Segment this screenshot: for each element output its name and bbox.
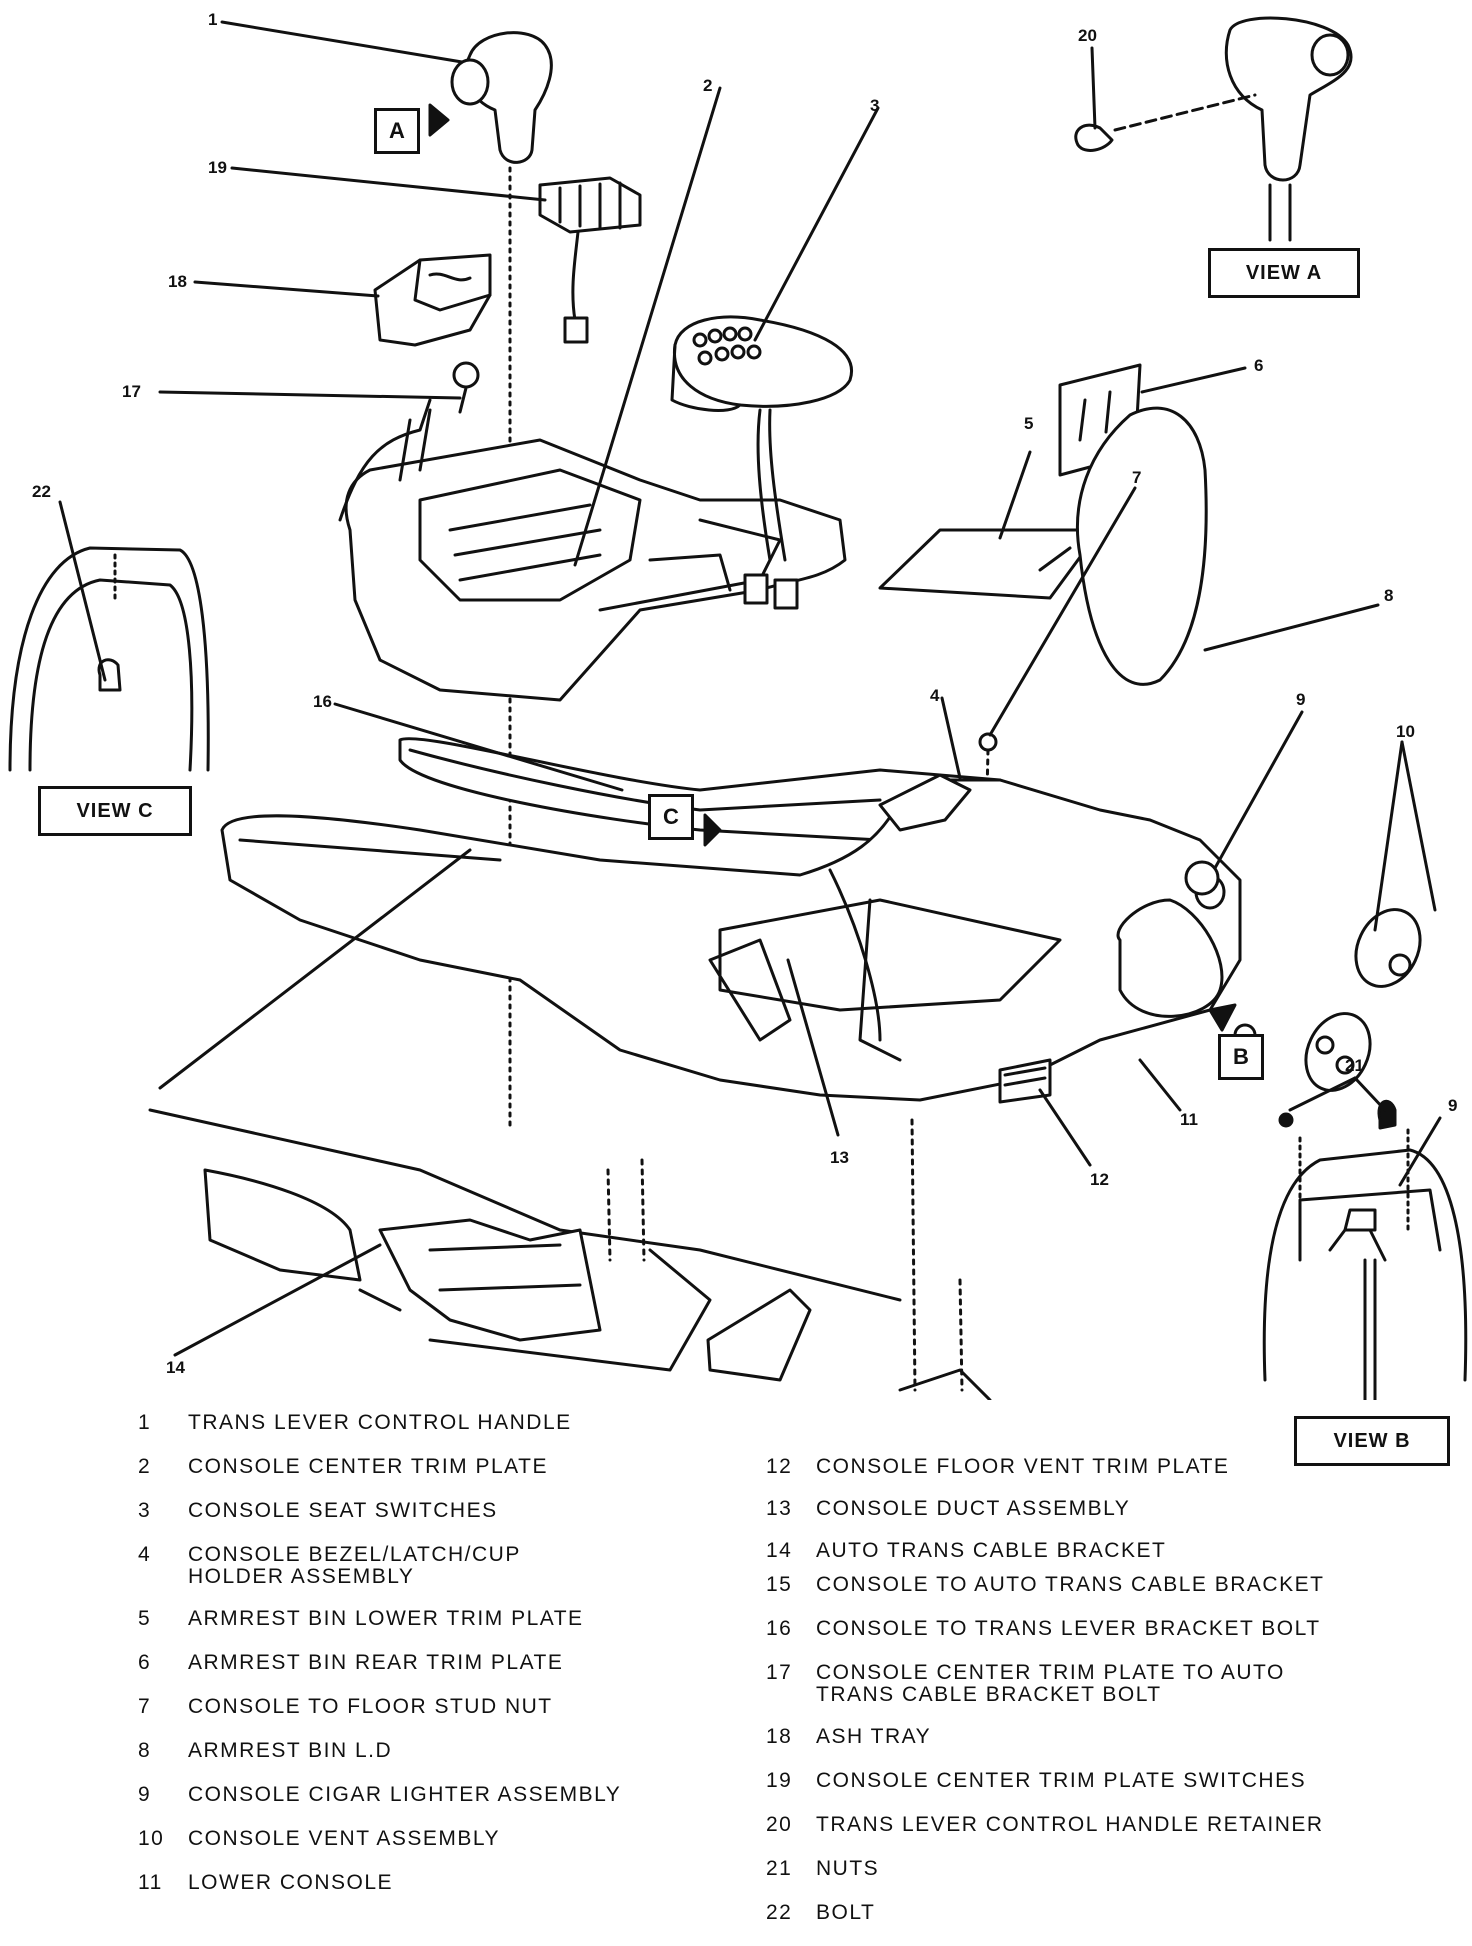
view-a-arrow [428,103,450,137]
leader-18 [193,280,380,298]
view-b-inset [1262,1099,1468,1400]
center-trim-plate [338,398,847,702]
stud-nut [978,732,998,752]
view-a-marker: A [374,108,420,154]
leader-19 [230,166,547,202]
view-a-inset [1074,16,1353,242]
callout-7: 7 [1132,468,1142,487]
view-b-marker: B [1218,1034,1264,1080]
leader-9b [1398,1116,1442,1187]
view-b-arrow [1208,1003,1237,1032]
base-and-bracket [148,1108,992,1400]
leader-11 [1138,1058,1182,1112]
console-vent-assembly [1304,908,1422,1092]
view-c-marker: C [648,794,694,840]
callout-20: 20 [1078,26,1097,45]
leader-16b [158,848,472,1090]
bracket-bolt [452,361,480,414]
callout-1: 1 [208,10,218,29]
view-a-label: VIEW A [1208,248,1360,298]
view-b-label: VIEW B [1294,1416,1450,1466]
ash-tray [373,253,492,347]
callout-2: 2 [703,76,713,95]
leader-12 [1038,1088,1092,1167]
leader-21 [1353,1076,1387,1112]
callout-17: 17 [122,382,141,401]
callout-9-view-b: 9 [1448,1096,1458,1115]
callout-12: 12 [1090,1170,1109,1189]
view-c-label: VIEW C [38,786,192,836]
armrest-bin [1075,406,1208,686]
callout-16: 16 [313,692,332,711]
leader-17 [158,390,462,400]
leader-8 [1203,603,1380,652]
callout-9: 9 [1296,690,1306,709]
leader-22 [58,500,107,682]
leader-3 [753,106,880,342]
leader-6 [1140,366,1247,394]
exploded-console-diagram [8,16,1468,1400]
lower-console [220,778,1257,1104]
callout-6: 6 [1254,356,1264,375]
leader-5 [998,450,1032,540]
leader-10 [1400,740,1437,912]
leader-20 [1090,46,1097,130]
leader-16 [333,702,624,792]
callout-11: 11 [1180,1110,1198,1129]
callout-5: 5 [1024,414,1034,433]
callout-18: 18 [168,272,187,291]
lower-trim-plate [878,528,1102,600]
callout-14: 14 [166,1358,185,1377]
view-c-arrow [703,813,722,847]
leader-9 [1213,710,1304,870]
leader-7 [988,486,1137,737]
callout-21: 21 [1345,1056,1364,1075]
cigar-lighter [1184,860,1220,896]
callout-10: 10 [1396,722,1415,741]
callout-8: 8 [1384,586,1394,605]
console-seat-switches [670,315,853,610]
leader-4 [940,696,962,780]
callout-4: 4 [930,686,940,705]
trim-plate-switches [538,176,642,344]
leader-15 [238,838,502,862]
leader-13 [786,958,840,1137]
callout-19: 19 [208,158,227,177]
leader-1 [220,20,464,64]
callout-22: 22 [32,482,51,501]
bezel-cup-holder [878,773,972,832]
callout-3: 3 [870,96,880,115]
view-c-inset [8,546,210,772]
leader-14 [173,1243,382,1357]
callout-13: 13 [830,1148,849,1167]
leader-2 [573,86,722,567]
